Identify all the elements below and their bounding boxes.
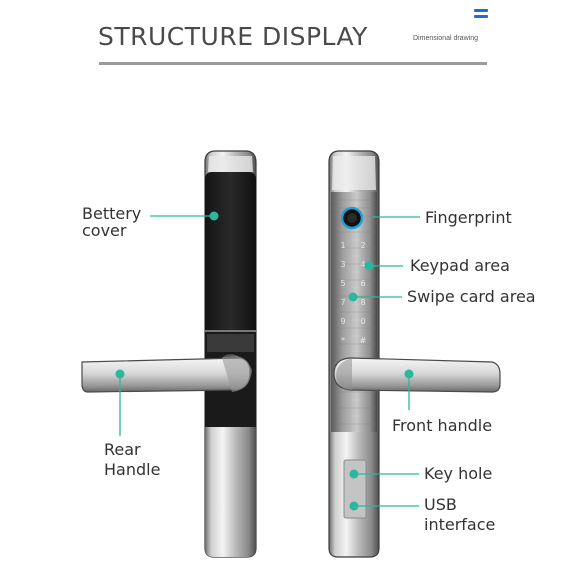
label-rear-handle-line2: Handle: [104, 460, 161, 479]
brand-logo-icon: [474, 9, 488, 21]
header-divider: [99, 62, 487, 65]
usb-dot: [349, 501, 359, 511]
keypad-key: 5: [340, 279, 345, 288]
page-subtitle: Dimensional drawing: [413, 35, 478, 42]
keypad-key: 7: [340, 298, 345, 307]
rear-lock-body: [204, 150, 257, 558]
label-battery-cover-line2: cover: [82, 221, 127, 240]
front-handle: [333, 357, 501, 393]
key-hole-dot: [349, 469, 359, 479]
keypad-key: 0: [360, 317, 365, 326]
battery-cover-panel: [205, 172, 256, 332]
label-key-hole: Key hole: [424, 464, 493, 483]
keypad-key: #: [360, 336, 367, 345]
keypad-key: 8: [360, 298, 365, 307]
keypad-key: 2: [360, 241, 365, 250]
fingerprint-sensor: [340, 206, 364, 230]
label-rear-handle-line1: Rear: [104, 440, 141, 459]
keypad-area: 1 2 3 4 5 6 7 8 9 0 * #: [340, 241, 366, 345]
page-title: STRUCTURE DISPLAY: [98, 22, 368, 51]
keypad-key: *: [341, 336, 345, 345]
callout-lines: [119, 215, 420, 507]
front-lock-body: [328, 150, 380, 558]
label-usb-line2: interface: [424, 515, 496, 534]
front-handle-dot: [404, 369, 414, 379]
keypad-key: 6: [360, 279, 365, 288]
label-swipe-card-area: Swipe card area: [407, 287, 536, 306]
rear-handle-dot: [115, 369, 125, 379]
rear-handle: [81, 355, 252, 393]
label-front-handle: Front handle: [392, 416, 493, 435]
keypad-key: 3: [340, 260, 345, 269]
keypad-key: 9: [340, 317, 345, 326]
battery-cover-dot: [209, 211, 219, 221]
label-fingerprint: Fingerprint: [425, 208, 512, 227]
callout-dots: [115, 211, 414, 511]
label-usb-line1: USB: [424, 495, 457, 514]
swipe-card-dot: [348, 292, 358, 302]
keypad-key: 4: [360, 260, 365, 269]
keypad-key: 1: [340, 241, 345, 250]
label-battery-cover-line1: Bettery: [82, 204, 142, 223]
keypad-dot: [364, 261, 374, 271]
label-keypad-area: Keypad area: [410, 256, 510, 275]
